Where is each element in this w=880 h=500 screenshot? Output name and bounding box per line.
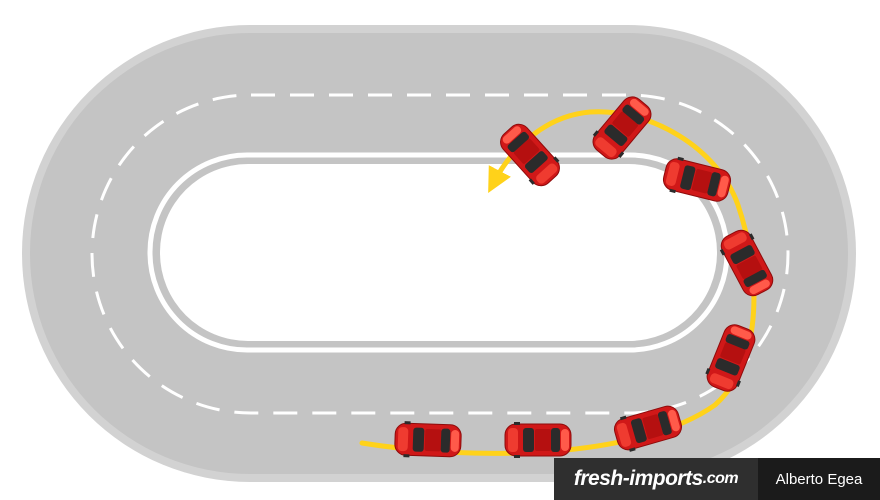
infield (160, 164, 717, 341)
car-topview-icon (504, 421, 572, 459)
car-topview-icon (393, 420, 463, 460)
credit-bar: fresh-imports.com Alberto Egea (554, 458, 880, 500)
brand-name: fresh-imports (573, 467, 703, 490)
track-lane-divider (90, 93, 790, 415)
brand-logo[interactable]: fresh-imports.com (554, 458, 758, 500)
author-name: Alberto Egea (758, 458, 880, 500)
oval-track (22, 25, 856, 482)
brand-domain: .com (702, 470, 739, 487)
